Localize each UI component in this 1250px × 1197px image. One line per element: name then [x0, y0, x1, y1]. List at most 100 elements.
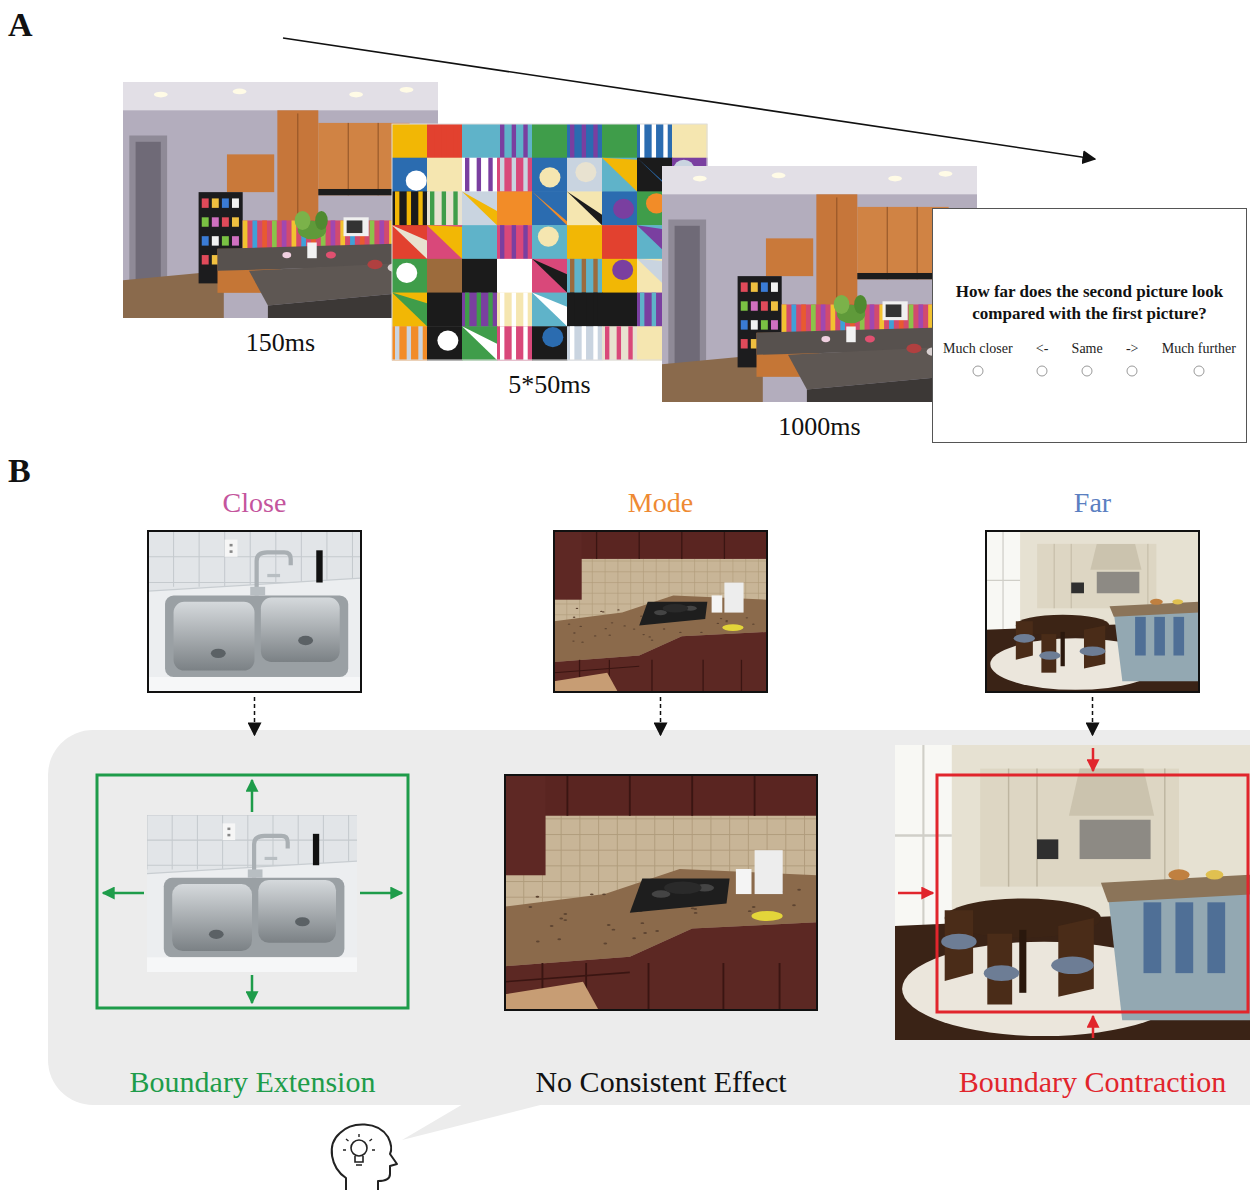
granite-speck: [679, 632, 682, 633]
mosaic-stripe: [453, 124, 457, 158]
mosaic-cell: [427, 225, 463, 259]
fridge-magnet: [751, 301, 758, 310]
mosaic-cell: [427, 158, 463, 192]
mosaic-cell: [532, 191, 568, 225]
mosaic-wedge: [602, 158, 637, 192]
mosaic-cell: [567, 293, 603, 327]
radio-circle: [1127, 366, 1137, 376]
photo-content: [662, 166, 977, 402]
tile-line: [554, 561, 767, 562]
window: [895, 745, 952, 926]
burner: [652, 890, 671, 898]
grout: [173, 531, 174, 587]
wall: [123, 82, 438, 318]
mosaic-cell: [497, 191, 533, 225]
mosaic-stripe: [523, 124, 527, 158]
backsplash: [505, 775, 817, 1010]
mosaic-stripe: [477, 158, 481, 192]
grout: [148, 556, 361, 557]
mosaic-stripe: [570, 259, 574, 293]
dashed-arrow: [660, 697, 662, 735]
fridge-magnet: [761, 320, 768, 329]
mosaic-wedge: [462, 326, 497, 360]
fridge-magnet: [212, 236, 219, 245]
flower: [865, 336, 875, 343]
flower: [326, 252, 336, 259]
granite-speck: [720, 618, 723, 619]
mosaic-stripe: [512, 225, 516, 259]
item: [367, 260, 382, 269]
photo-content: [123, 82, 438, 318]
bowl: [751, 911, 782, 921]
drain: [295, 917, 310, 926]
mosaic-stripe: [488, 158, 492, 192]
granite-speck: [573, 632, 576, 633]
mosaic-wedge: [392, 225, 427, 259]
table-leg: [1019, 930, 1026, 993]
outlet: [225, 540, 238, 557]
scale-label: Same: [1072, 341, 1103, 358]
backsplash-stripe: [252, 220, 257, 248]
photo-content: [148, 531, 361, 692]
mosaic-stripe: [442, 124, 446, 158]
mosaic-cell: [427, 326, 463, 360]
faucet-base: [250, 587, 265, 596]
cabinet-front: [147, 957, 357, 972]
radio-button: [972, 365, 984, 377]
grout: [199, 531, 200, 587]
window: [986, 531, 1020, 630]
tile-wall: [147, 815, 357, 972]
granite-speck: [563, 919, 567, 921]
microwave-door: [886, 304, 902, 317]
cabinet-seam: [596, 531, 597, 559]
mosaic-blob: [539, 167, 560, 187]
photo: [147, 815, 357, 972]
plant: [295, 211, 311, 230]
mosaic-blob: [681, 131, 702, 151]
photo: [895, 745, 1250, 1040]
faucet-handle: [265, 857, 278, 860]
granite-speck: [557, 938, 561, 940]
duration-label: 150ms: [246, 327, 315, 358]
doorway: [675, 226, 700, 371]
granite-speck: [746, 617, 749, 618]
stool: [1175, 902, 1193, 973]
photo-content: [554, 531, 767, 692]
cabinet-seam: [378, 123, 379, 195]
photo-content: [147, 815, 357, 972]
mosaic-cell: [497, 293, 533, 327]
mosaic-cell: [567, 191, 603, 225]
range: [1097, 572, 1140, 593]
stool: [1144, 902, 1162, 973]
granite-speck: [590, 893, 594, 895]
granite-speck: [576, 608, 579, 609]
grout: [197, 815, 198, 869]
tile-line: [554, 571, 767, 572]
mosaic-stripe: [593, 293, 597, 327]
grout: [275, 531, 276, 587]
mosaic-stripe: [582, 259, 586, 293]
tile-line: [579, 816, 580, 907]
ceiling-light: [772, 173, 786, 179]
fridge-magnet: [771, 301, 778, 310]
granite-speck: [725, 621, 728, 622]
granite-speck: [648, 636, 651, 637]
microwave: [883, 301, 908, 320]
fridge-magnet: [741, 282, 748, 291]
lower-cabinet: [554, 632, 767, 692]
sprayer: [313, 834, 319, 865]
granite-speck: [607, 924, 611, 926]
fridge-magnet: [232, 217, 239, 226]
counter: [148, 578, 361, 692]
mosaic-stripe: [652, 124, 656, 158]
mosaic-stripe: [512, 326, 516, 360]
drawer-line: [554, 666, 639, 672]
grout: [250, 531, 251, 587]
mosaic-cell: [392, 124, 428, 158]
wall: [895, 745, 1250, 1040]
floor: [505, 982, 599, 1010]
backsplash-stripe: [870, 304, 875, 332]
wall: [662, 166, 977, 402]
fridge-magnet: [212, 198, 219, 207]
cabinet-seam: [1008, 769, 1009, 887]
